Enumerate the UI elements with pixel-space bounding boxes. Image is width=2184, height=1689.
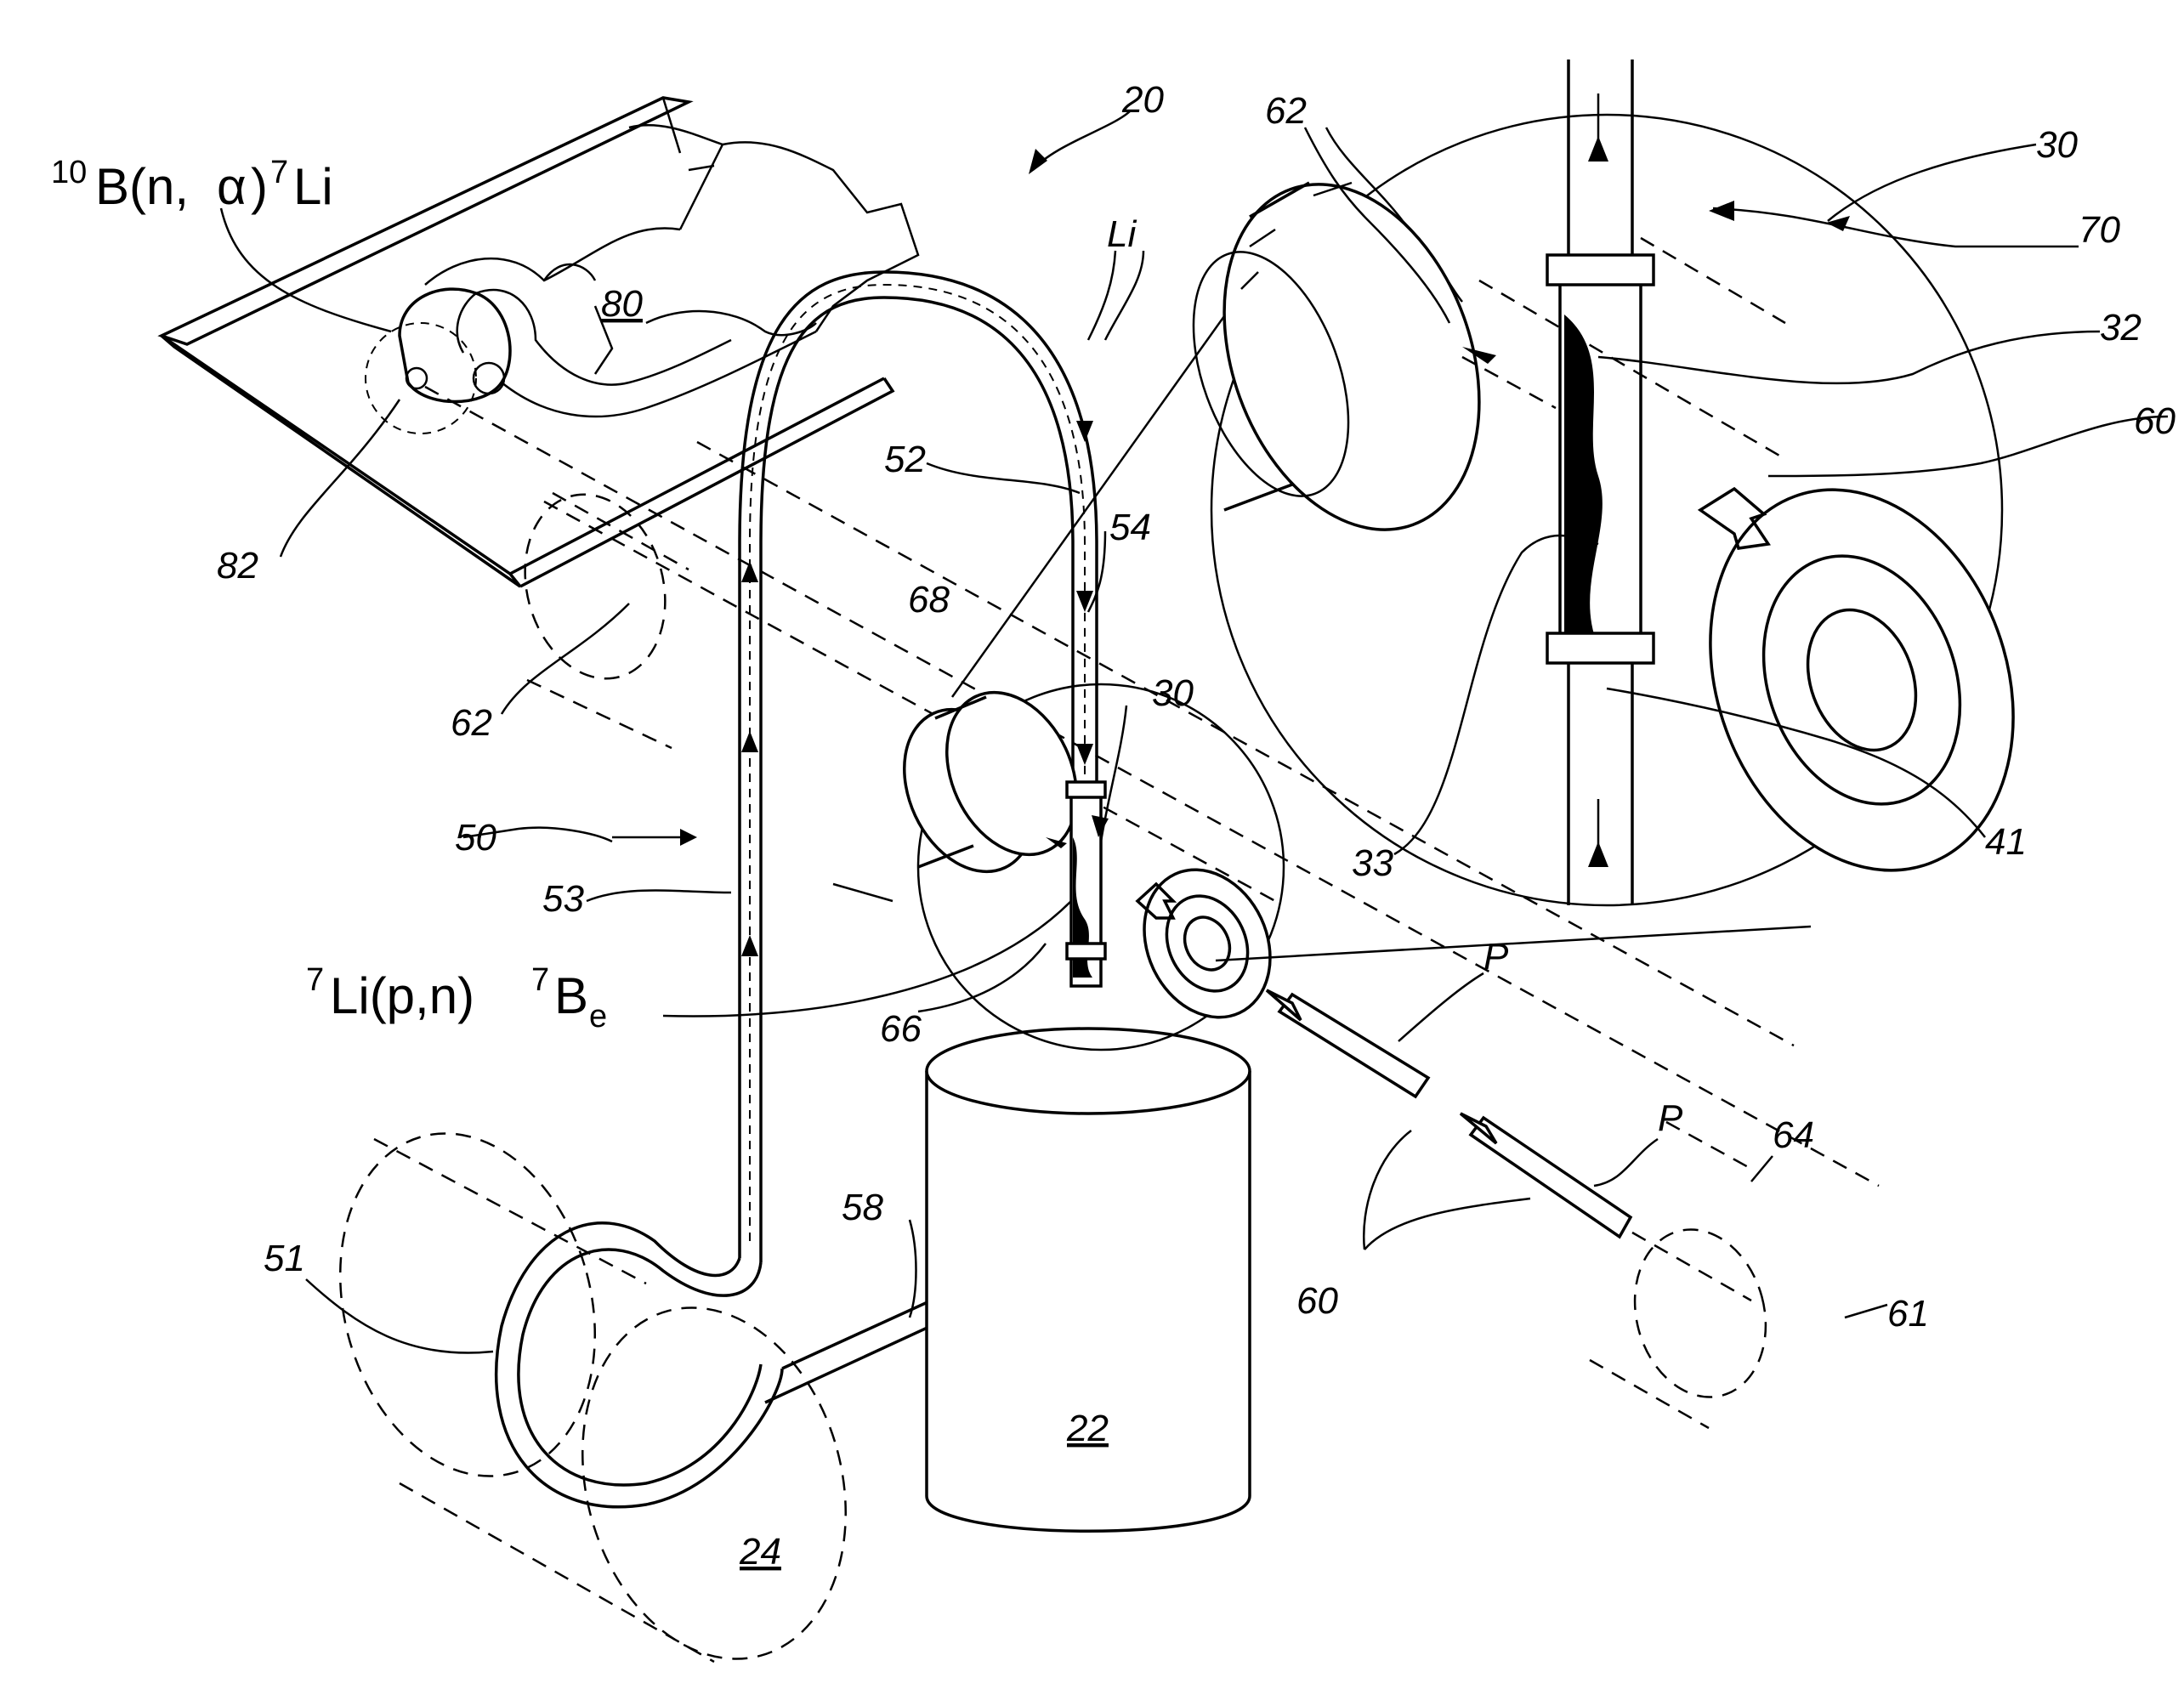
- formula-boron-mass: 10: [51, 155, 87, 190]
- label-51: 51: [264, 1238, 305, 1279]
- label-30b: 30: [2036, 124, 2078, 166]
- label-p1: P: [1483, 936, 1509, 978]
- label-li: Li: [1107, 213, 1137, 255]
- formula-be-mass: 7: [531, 962, 549, 998]
- label-41: 41: [1985, 821, 2027, 863]
- label-62b: 62: [1265, 90, 1307, 132]
- formula-li-mass: 7: [306, 962, 324, 998]
- collimator-62: [505, 479, 689, 748]
- label-24: 24: [739, 1531, 781, 1573]
- formula-boron-li: Li: [293, 158, 333, 215]
- label-p2: P: [1658, 1097, 1683, 1139]
- label-30a: 30: [1152, 672, 1194, 714]
- formula-boron-capture: 10 B(n, α ) 7 Li: [51, 155, 333, 215]
- label-33: 33: [1352, 842, 1393, 884]
- label-54: 54: [1109, 507, 1151, 548]
- label-82: 82: [217, 545, 258, 587]
- formula-boron-close: ): [251, 158, 268, 215]
- target-assembly-small: [879, 672, 1293, 1050]
- label-60b: 60: [2134, 400, 2175, 442]
- label-60a: 60: [1296, 1280, 1338, 1322]
- label-53: 53: [542, 878, 584, 920]
- beam-tube-64: [1590, 1215, 1784, 1428]
- label-64: 64: [1773, 1114, 1814, 1156]
- label-80: 80: [601, 283, 643, 325]
- label-68: 68: [908, 579, 950, 621]
- label-62a: 62: [451, 702, 492, 744]
- formula-boron-li-mass: 7: [270, 155, 288, 190]
- label-61: 61: [1887, 1293, 1929, 1335]
- label-66: 66: [880, 1008, 922, 1050]
- target-cylinder-24: [303, 1104, 883, 1688]
- label-58: 58: [842, 1187, 883, 1228]
- tank-22: [927, 1029, 1250, 1531]
- formula-boron-alpha: α: [217, 158, 247, 215]
- label-70: 70: [2079, 209, 2120, 251]
- formula-lithium-reaction: 7 Li(p,n) 7 B e: [306, 962, 607, 1034]
- label-32: 32: [2100, 307, 2141, 349]
- proton-beam-arrows: [1267, 990, 1631, 1237]
- formula-be: B: [554, 967, 588, 1024]
- formula-li-body: Li(p,n): [330, 967, 474, 1024]
- label-50: 50: [455, 817, 496, 859]
- label-20: 20: [1121, 79, 1164, 121]
- formula-boron-body: B(n,: [95, 158, 189, 215]
- label-22: 22: [1066, 1408, 1109, 1449]
- label-52: 52: [884, 439, 926, 480]
- formula-be-sub: e: [589, 999, 607, 1034]
